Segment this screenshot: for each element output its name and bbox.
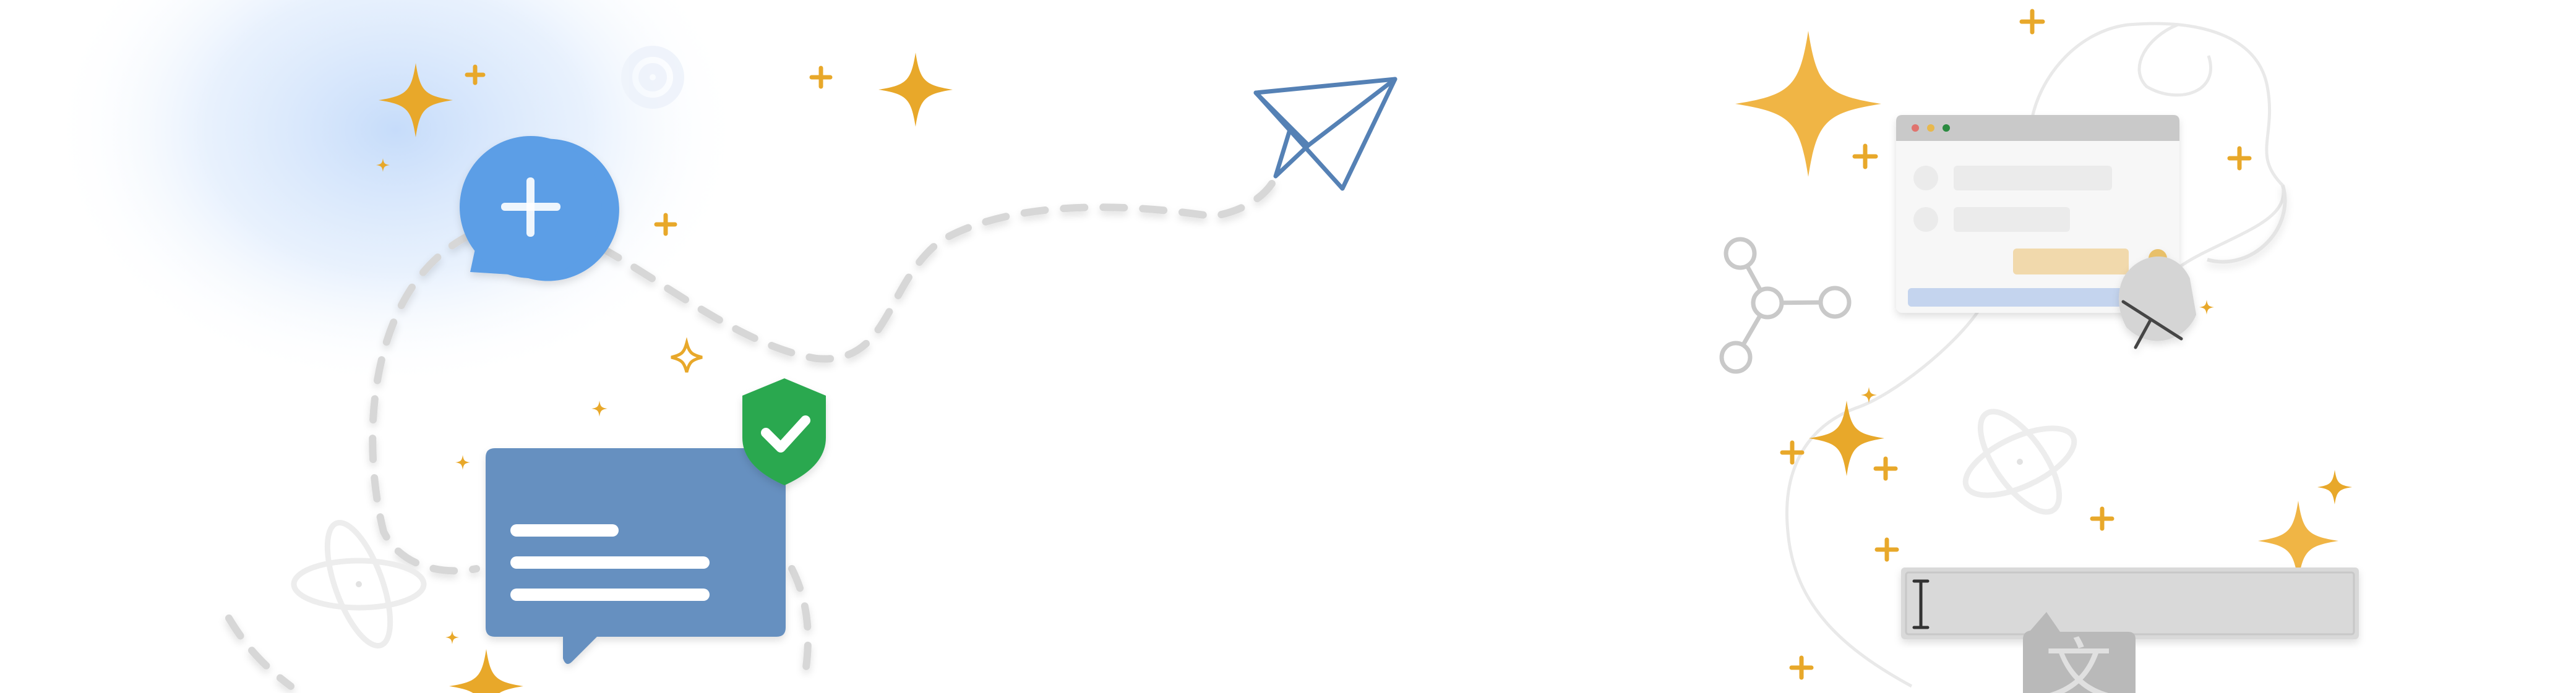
plus-mark-group-right [1780, 9, 2252, 680]
translate-glyph: 文 [2045, 632, 2112, 693]
text-cursor-icon [1912, 579, 1930, 629]
sparkle-icon [445, 631, 459, 644]
sparkle-icon [455, 455, 470, 470]
blue-glow [49, 0, 742, 389]
sparkle-outline-icon [671, 337, 703, 373]
plus-mark-group-left [465, 64, 833, 236]
message-card-icon [486, 448, 786, 664]
atom-icon [1962, 409, 2077, 515]
decorative-curves [1785, 22, 2285, 688]
plus-chat-bubble-icon [460, 136, 619, 281]
translate-icon: 文 [2023, 612, 2136, 693]
text-input-illustration [1901, 568, 2359, 639]
sparkle-icon [591, 401, 608, 417]
dashed-path [225, 176, 1278, 690]
sparkle-icon [449, 649, 523, 693]
sparkle-icon [2317, 470, 2352, 504]
paper-plane-icon [1253, 77, 1397, 191]
sparkle-icon [1809, 401, 1884, 476]
sparkle-icon [878, 53, 953, 127]
shield-check-icon [742, 378, 826, 485]
atom-icon [291, 519, 427, 649]
sparkle-icon [2199, 300, 2214, 315]
network-nodes-icon [1719, 237, 1852, 374]
faint-gear-icon [621, 46, 684, 109]
browser-window-icon [1896, 115, 2179, 313]
plug-icon [2119, 185, 2287, 349]
